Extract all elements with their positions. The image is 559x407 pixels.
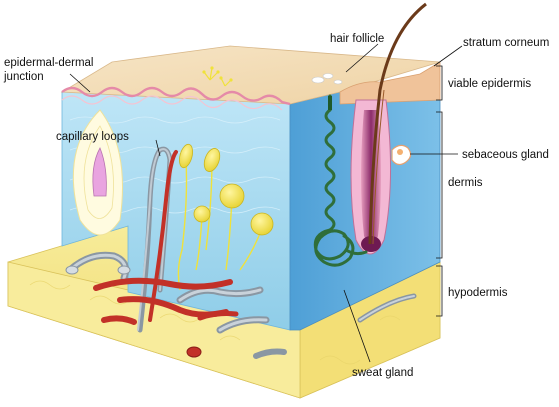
capillary-loops (137, 146, 178, 333)
label-epidermal-dermal-junction-line2: junction (3, 71, 44, 83)
epidermis-layer (60, 45, 441, 111)
label-capillary-loops: capillary loops (56, 131, 129, 143)
label-viable-epidermis: viable epidermis (448, 78, 531, 90)
leader-lines (69, 43, 463, 363)
label-hypodermis: hypodermis (448, 287, 508, 299)
labels: epidermal-dermal junction hair follicle … (3, 33, 549, 379)
blood-vessels (66, 251, 417, 359)
nerve-endings (179, 143, 274, 236)
label-hair-follicle: hair follicle (330, 33, 384, 45)
label-epidermal-dermal-junction-line1: epidermal-dermal (4, 57, 93, 69)
hair-shaft (368, 2, 427, 245)
label-dermis: dermis (448, 177, 483, 189)
vessel-cross-section (186, 346, 202, 358)
label-stratum-corneum: stratum corneum (463, 37, 549, 49)
pacinian-corpuscle (72, 109, 123, 236)
sebaceous-gland (391, 144, 412, 166)
sweat-gland (313, 94, 368, 267)
label-sebaceous-gland: sebaceous gland (462, 149, 549, 161)
label-sweat-gland: sweat gland (352, 367, 413, 379)
